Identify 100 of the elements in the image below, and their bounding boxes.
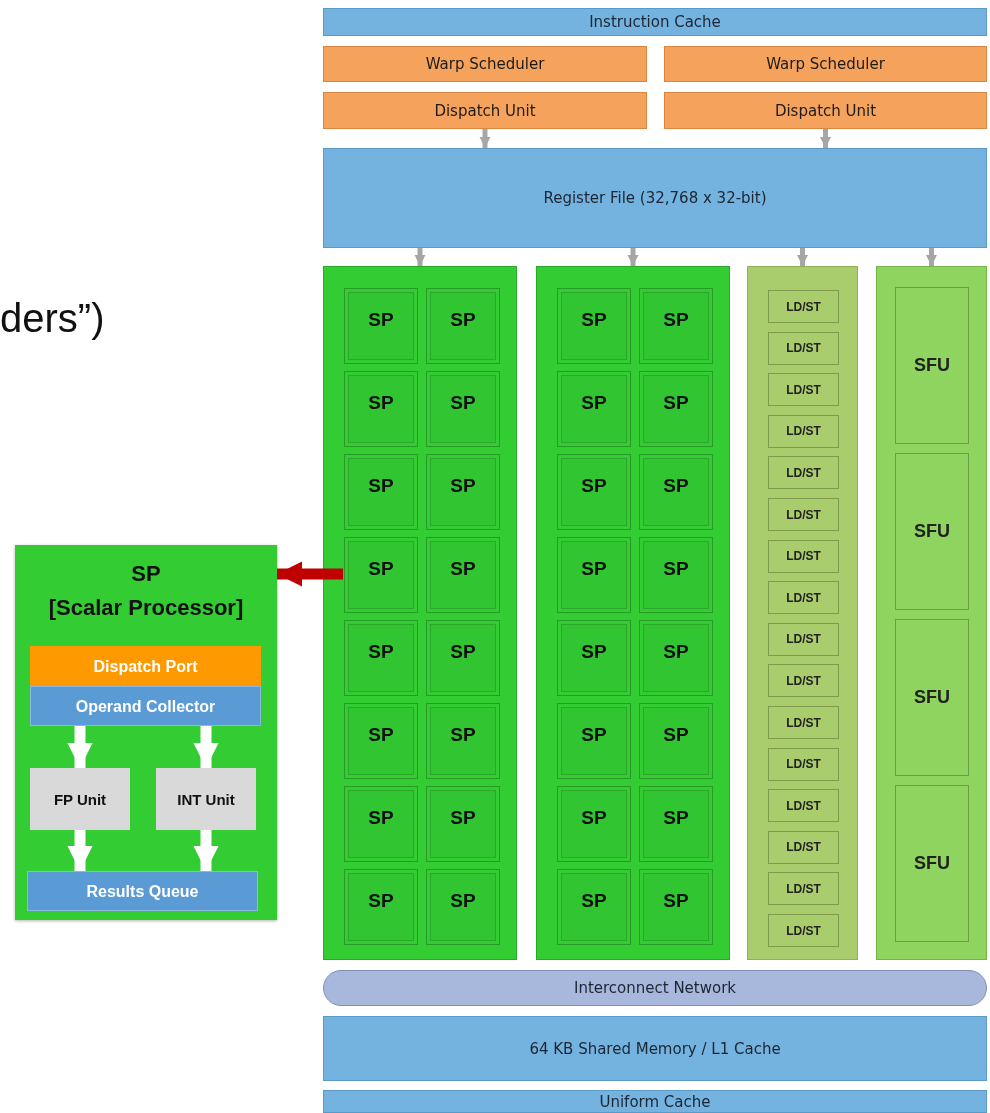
arrow — [277, 561, 343, 587]
box-label: SP — [580, 558, 608, 580]
core-cell — [557, 288, 631, 364]
box-label: Dispatch Port — [92, 656, 199, 677]
core-cell — [426, 537, 500, 613]
box-label: Uniform Cache — [598, 1092, 712, 1111]
load-store-cell — [768, 456, 839, 490]
load-store-cell — [768, 872, 839, 906]
scheduler-box — [323, 92, 647, 129]
box-label: SP — [449, 392, 477, 414]
box-label: LD/ST — [785, 465, 822, 480]
execution-unit-box — [30, 768, 130, 830]
scheduler-box — [664, 46, 987, 82]
core-cell — [426, 620, 500, 696]
box-label: SFU — [913, 355, 951, 376]
core-cell — [639, 371, 713, 447]
load-store-cell — [768, 706, 839, 739]
box-label: LD/ST — [785, 590, 822, 605]
scheduler-box — [323, 46, 647, 82]
core-cell — [426, 786, 500, 862]
core-cell — [344, 288, 418, 364]
core-cell — [557, 454, 631, 530]
box-label: SP — [580, 890, 608, 912]
arrow — [67, 830, 93, 871]
box-label: SP — [662, 890, 690, 912]
memory-bar — [323, 1016, 987, 1081]
load-store-cell — [768, 581, 839, 615]
core-cell — [557, 620, 631, 696]
box-label: Dispatch Unit — [433, 101, 537, 120]
special-function-cell — [895, 785, 969, 942]
box-label: SP — [580, 641, 608, 663]
box-label: SP — [367, 807, 395, 829]
box-label: LD/ST — [785, 715, 822, 730]
core-cell — [639, 288, 713, 364]
box-label: [Scalar Processor] — [47, 594, 245, 622]
arrow — [796, 248, 809, 266]
box-label: SP — [580, 309, 608, 331]
arrow — [67, 726, 93, 768]
load-store-cell — [768, 498, 839, 531]
core-cell — [639, 537, 713, 613]
box-label: SP — [662, 807, 690, 829]
arrow — [925, 248, 938, 266]
special-function-cell — [895, 453, 969, 610]
core-cell — [426, 288, 500, 364]
core-cell — [639, 454, 713, 530]
core-column — [536, 266, 730, 960]
box-label: LD/ST — [785, 798, 822, 813]
load-store-cell — [768, 290, 839, 323]
memory-bar — [323, 8, 987, 36]
core-cell — [557, 703, 631, 779]
box-label: SP — [662, 309, 690, 331]
pipeline-stage-bar — [27, 871, 258, 911]
interconnect-pill — [323, 970, 987, 1006]
box-label: SP — [449, 724, 477, 746]
core-cell — [344, 869, 418, 945]
box-label: Interconnect Network — [572, 979, 738, 997]
core-cell — [426, 703, 500, 779]
pipeline-stage-bar — [30, 686, 261, 726]
box-label: Register File (32,768 x 32-bit) — [542, 189, 768, 207]
core-cell — [344, 537, 418, 613]
special-function-cell — [895, 619, 969, 776]
box-label: LD/ST — [785, 424, 822, 439]
core-cell — [557, 371, 631, 447]
box-label: SP — [662, 724, 690, 746]
arrow — [193, 830, 219, 871]
box-label: LD/ST — [785, 881, 822, 896]
load-store-cell — [768, 747, 839, 781]
box-label: SP — [580, 724, 608, 746]
core-cell — [639, 703, 713, 779]
box-label: SFU — [913, 853, 951, 874]
core-cell — [639, 786, 713, 862]
core-cell — [426, 454, 500, 530]
core-cell — [344, 786, 418, 862]
arrow — [627, 248, 639, 266]
box-label: LD/ST — [785, 382, 822, 397]
box-label: Warp Scheduler — [765, 55, 886, 73]
memory-bar — [323, 148, 987, 248]
load-store-cell — [768, 914, 839, 947]
load-store-cell — [768, 331, 839, 365]
load-store-cell — [768, 414, 839, 448]
box-label: SP — [662, 475, 690, 497]
box-label: LD/ST — [785, 549, 822, 564]
box-label: LD/ST — [785, 757, 822, 772]
box-label: SP — [449, 475, 477, 497]
processor-detail-card — [15, 545, 277, 920]
box-label: SP — [449, 558, 477, 580]
core-cell — [639, 869, 713, 945]
box-label: SP — [662, 558, 690, 580]
box-label: Instruction Cache — [588, 13, 722, 31]
box-label: FP Unit — [52, 789, 108, 810]
core-cell — [344, 703, 418, 779]
box-label: SP — [580, 807, 608, 829]
arrow — [193, 726, 219, 768]
load-store-cell — [768, 664, 839, 698]
core-cell — [426, 371, 500, 447]
core-cell — [344, 620, 418, 696]
box-label: SFU — [913, 521, 951, 542]
execution-unit-box — [156, 768, 256, 830]
core-cell — [557, 537, 631, 613]
arrow — [414, 248, 426, 266]
